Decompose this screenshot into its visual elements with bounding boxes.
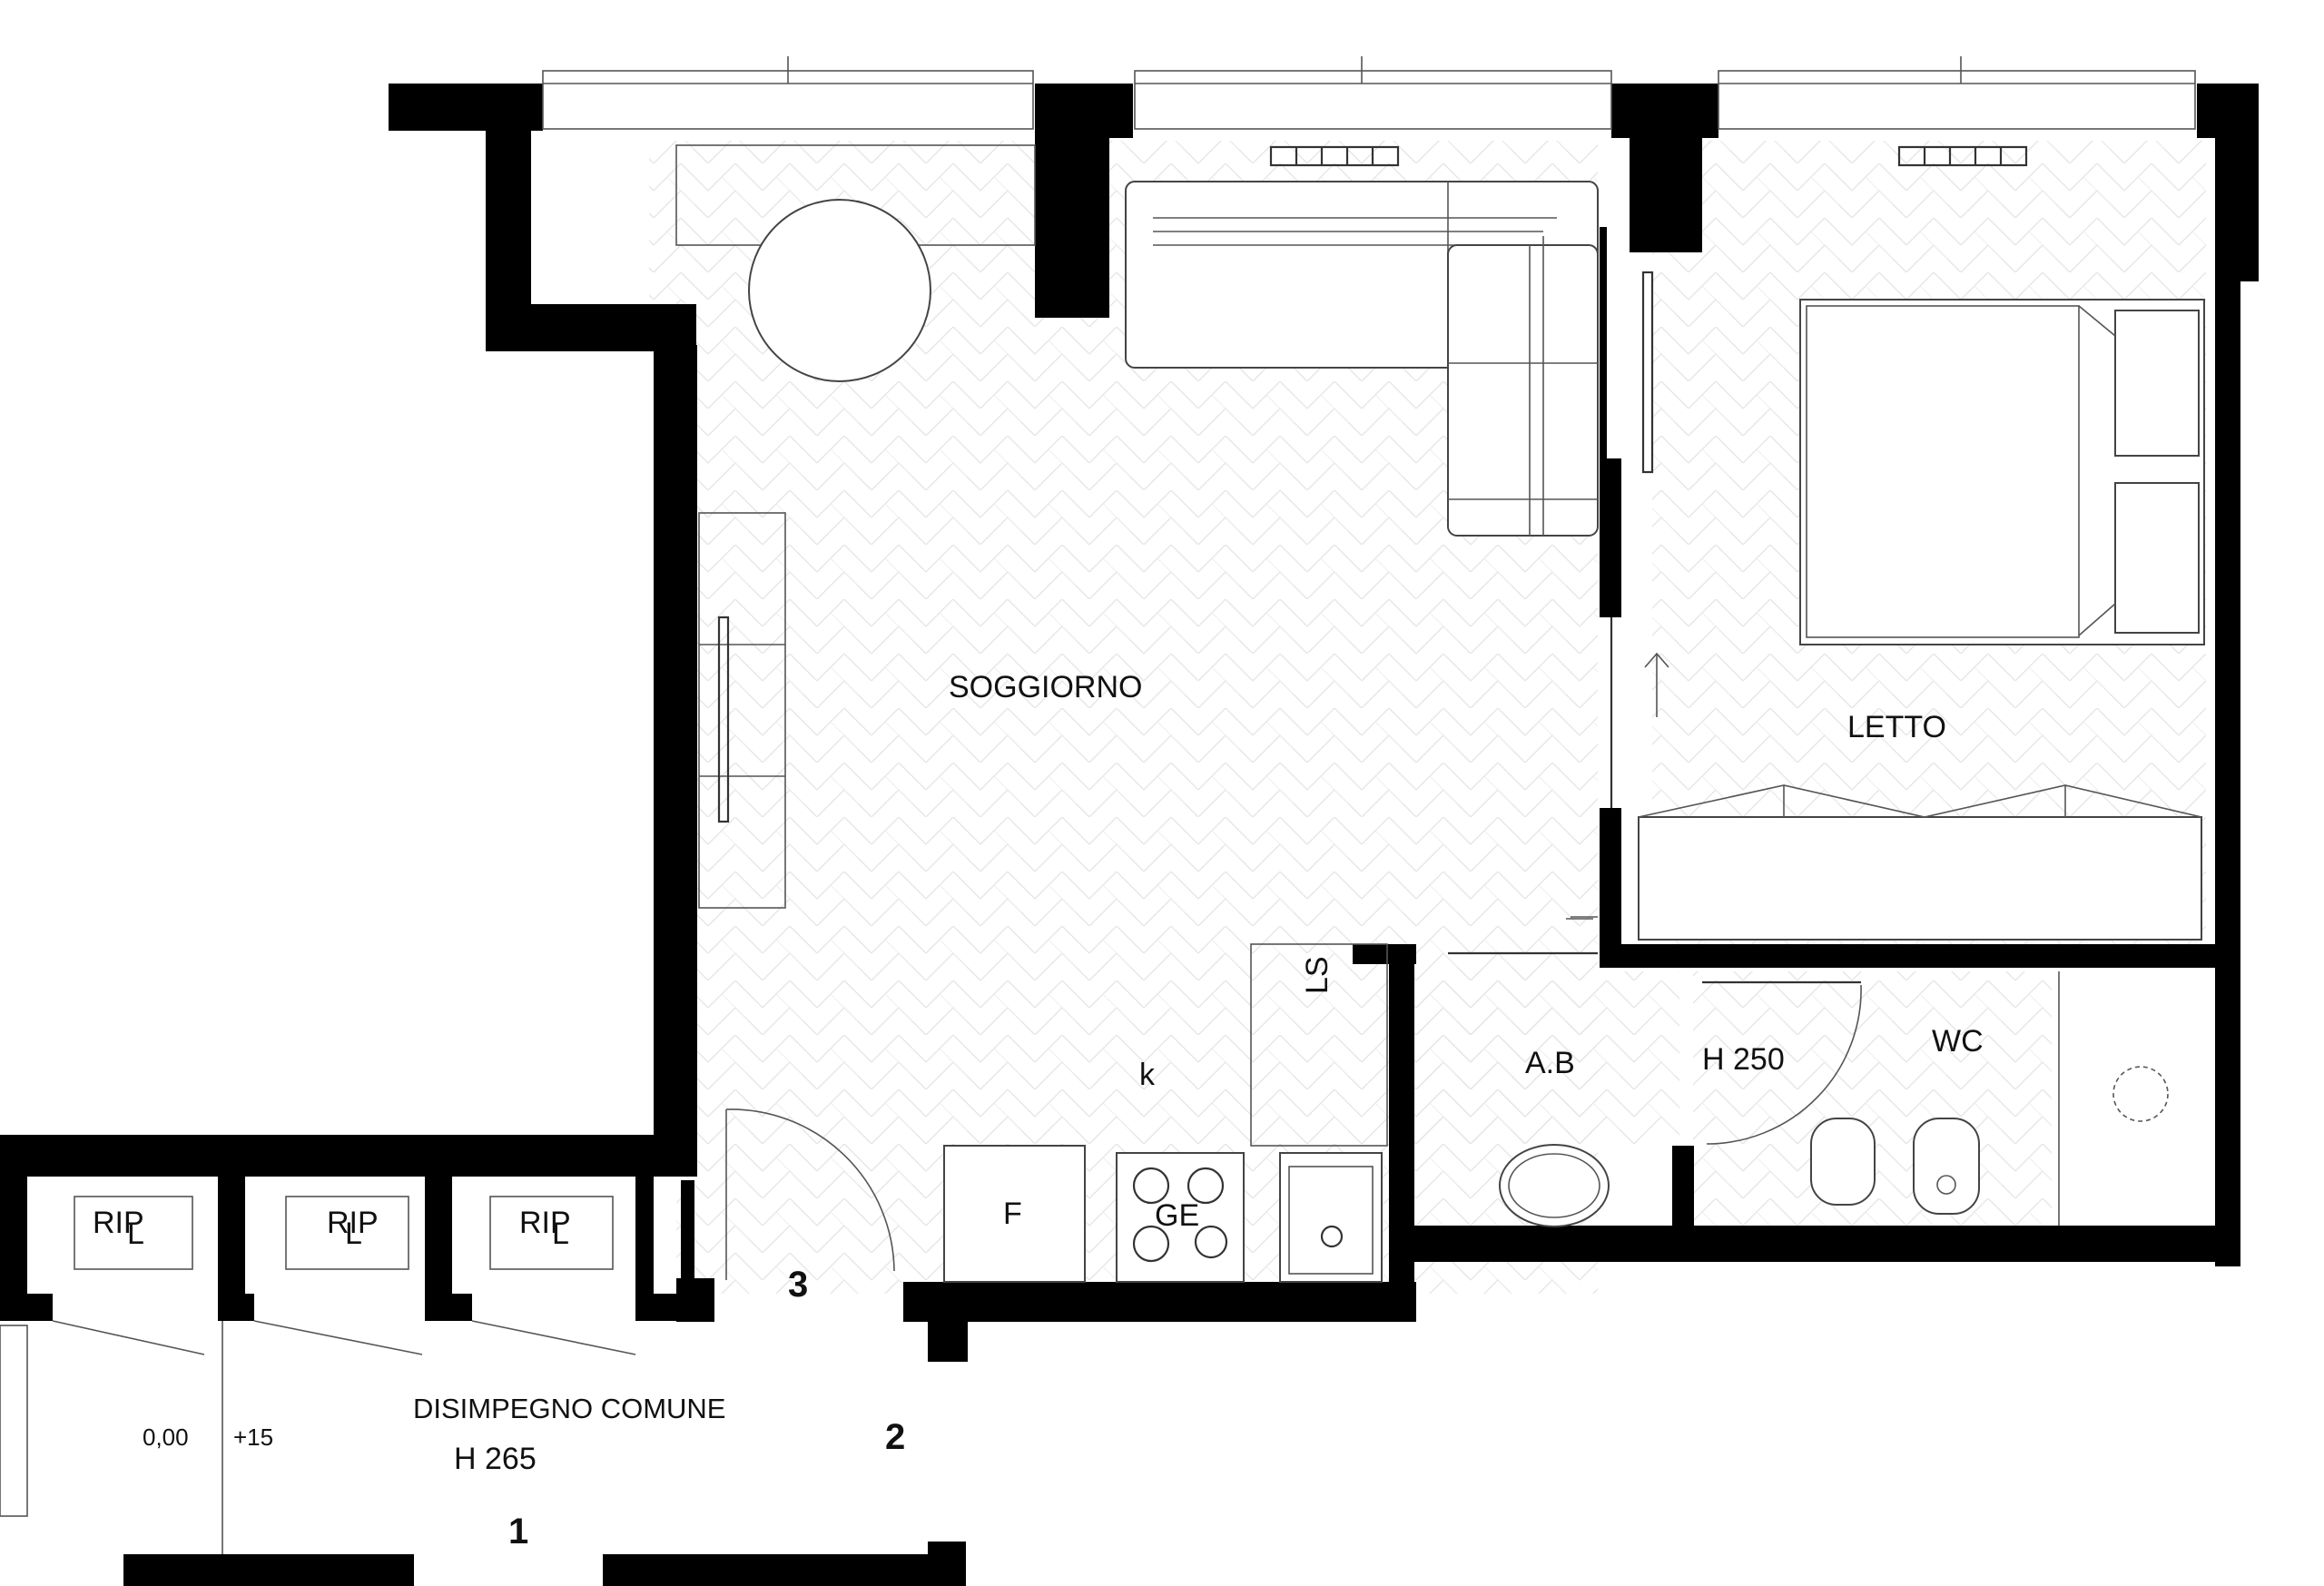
living-furniture	[675, 144, 1654, 909]
label-ab: A.B	[1525, 1046, 1575, 1080]
label-rip-1-sub: L	[127, 1217, 144, 1251]
label-f: F	[1003, 1197, 1022, 1231]
room-labels: SOGGIORNO LETTO A.B H 250 WC k LS F GE R…	[93, 670, 1984, 1552]
label-h265: H 265	[454, 1442, 537, 1476]
windows	[542, 56, 2196, 167]
label-h250: H 250	[1702, 1042, 1785, 1077]
label-rip-3-sub: L	[552, 1217, 569, 1251]
label-rip-1: RIP	[93, 1206, 144, 1240]
marker-2: 2	[885, 1417, 905, 1457]
label-disimpegno: DISIMPEGNO COMUNE	[413, 1393, 725, 1424]
bathroom	[1448, 918, 2169, 1227]
label-level-plus: +15	[233, 1423, 273, 1451]
marker-1: 1	[508, 1512, 528, 1552]
label-soggiorno: SOGGIORNO	[949, 670, 1142, 704]
storage-doors	[0, 1196, 636, 1554]
bedroom-furniture	[1571, 299, 2205, 941]
label-rip-3: RIP	[519, 1206, 571, 1240]
label-rip-2: RIP	[327, 1206, 379, 1240]
label-rip-2-sub: L	[345, 1217, 362, 1251]
label-level-zero: 0,00	[143, 1423, 189, 1451]
kitchen	[725, 943, 1388, 1283]
marker-3: 3	[788, 1265, 808, 1305]
walls	[0, 84, 2259, 1586]
label-ge: GE	[1155, 1198, 1199, 1233]
label-wc: WC	[1932, 1024, 1984, 1059]
label-k: k	[1139, 1058, 1156, 1092]
label-ls: LS	[1300, 956, 1334, 994]
label-letto: LETTO	[1847, 710, 1946, 744]
